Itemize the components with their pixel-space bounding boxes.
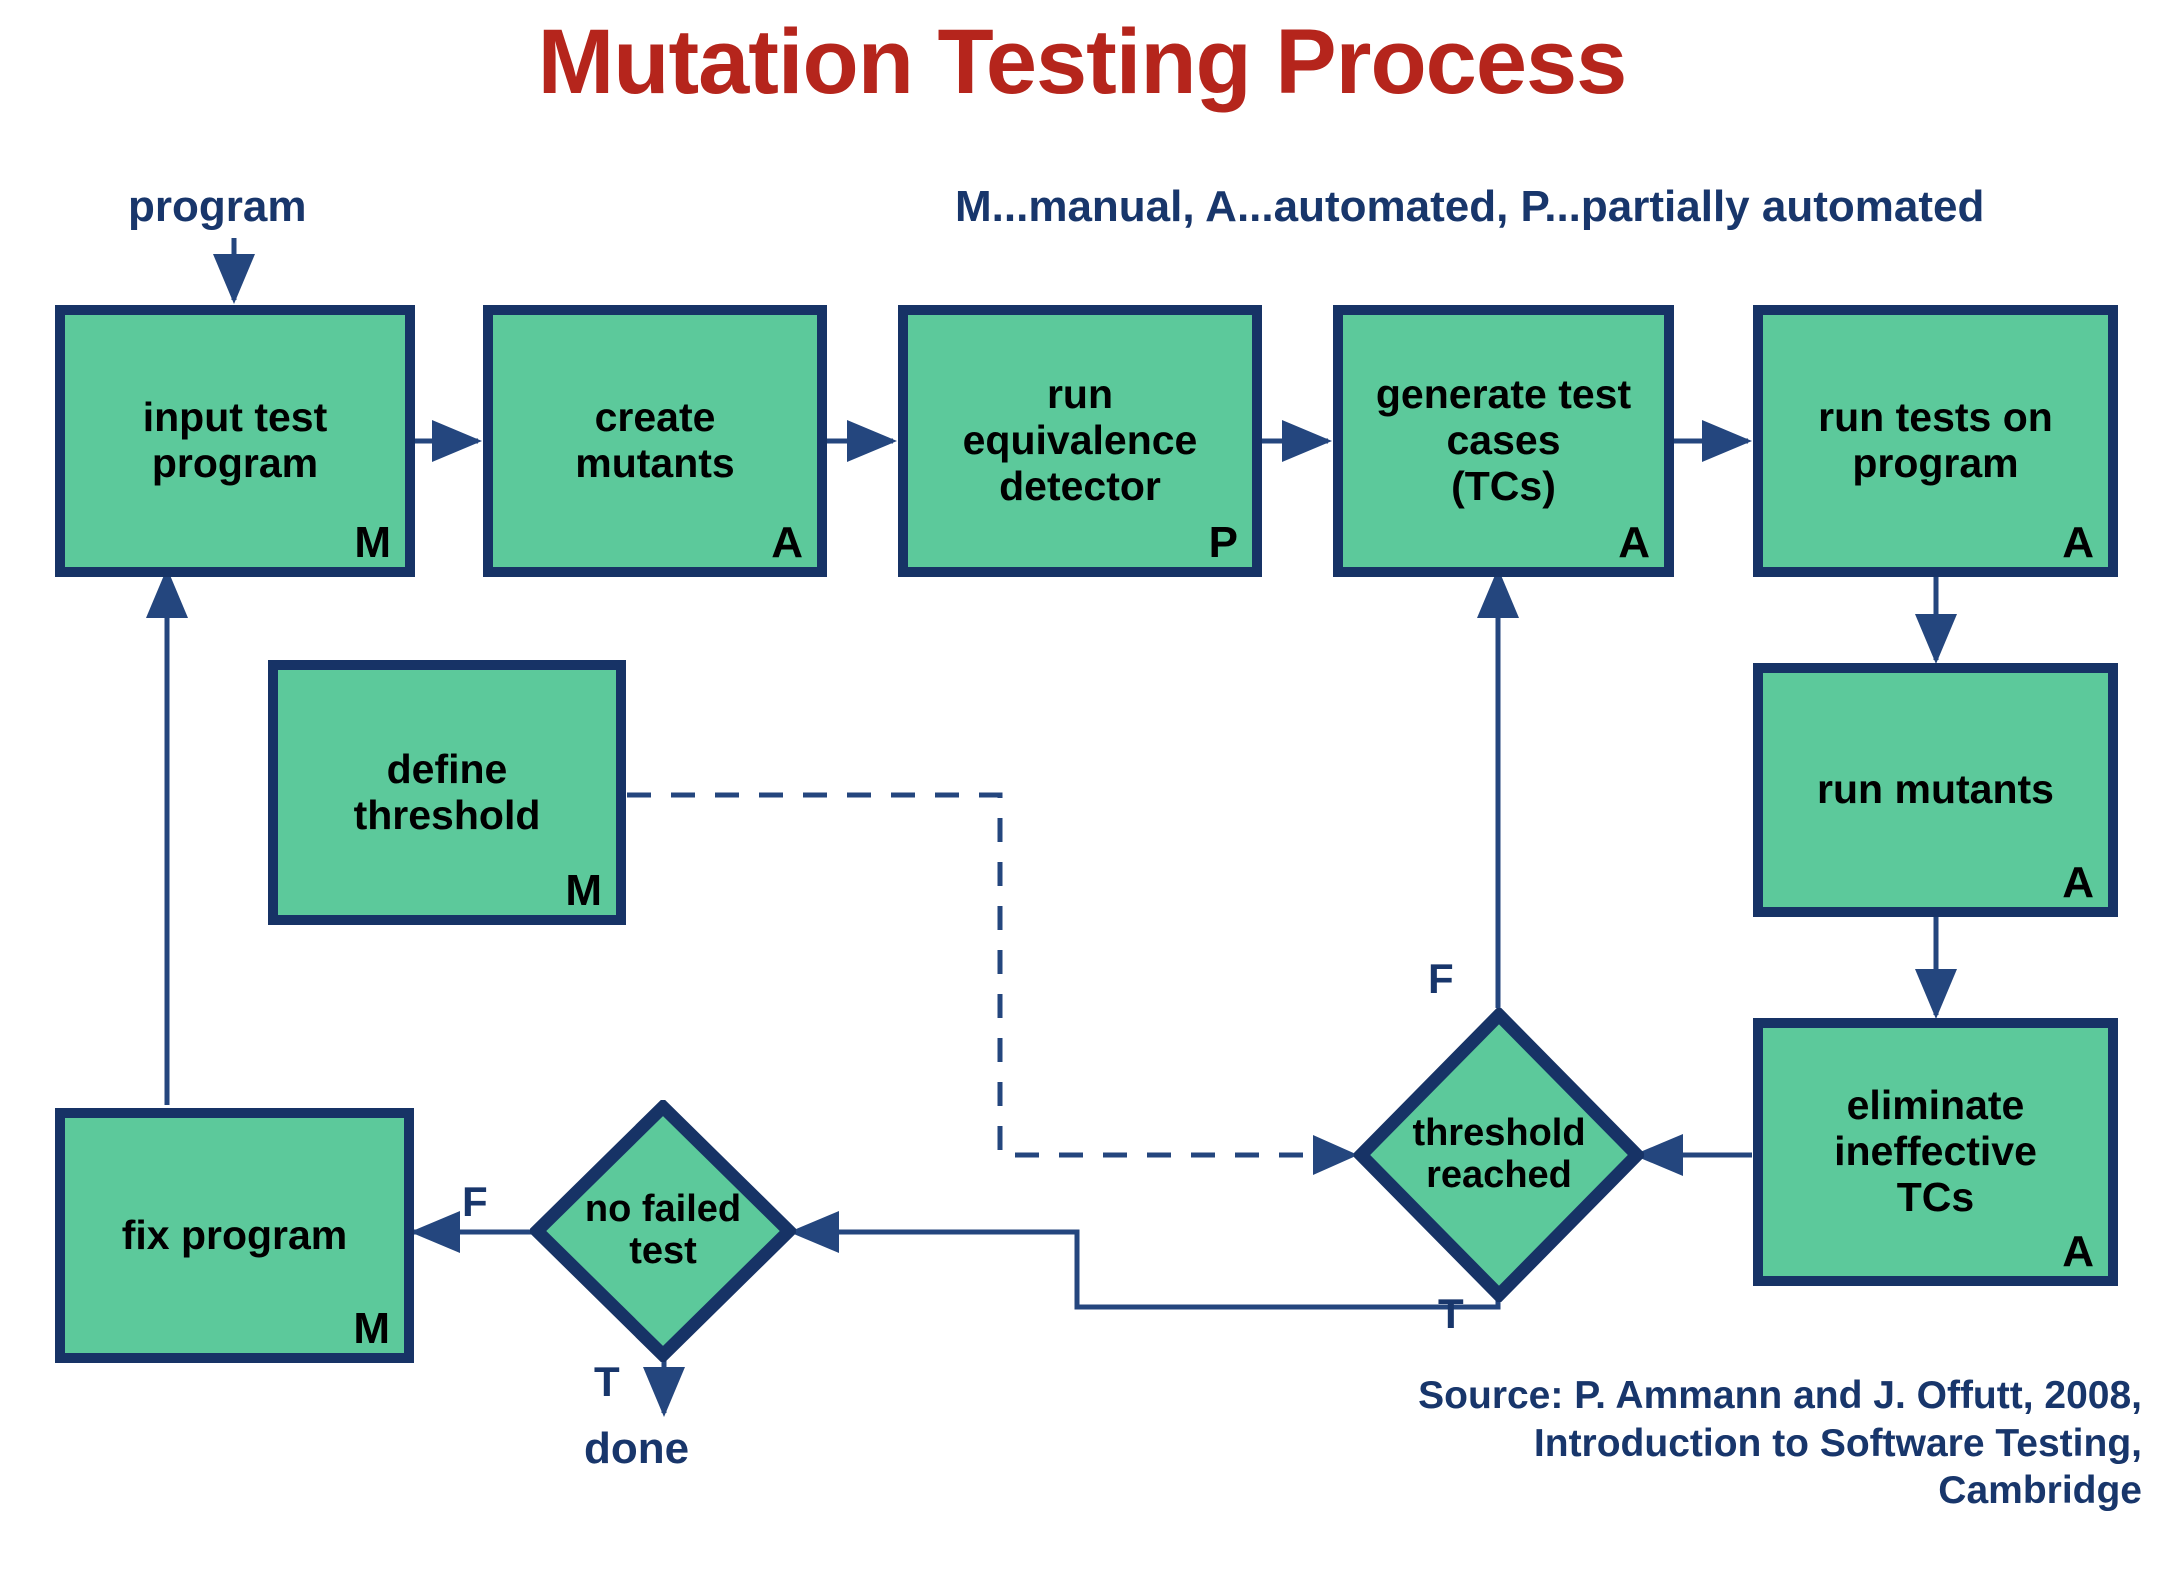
source-line-2: Introduction to Software Testing,	[1533, 1421, 2142, 1465]
mode-tag: A	[2062, 518, 2094, 567]
mode-tag: A	[2062, 858, 2094, 907]
node-label: generate test cases (TCs)	[1375, 371, 1632, 509]
branch-label-nofailed-true: T	[594, 1358, 620, 1405]
source-attribution: Source: P. Ammann and J. Offutt, 2008, I…	[1182, 1372, 2142, 1515]
legend-text: M...manual, A...automated, P...partially…	[955, 182, 1985, 231]
node-label: eliminate ineffective TCs	[1834, 1082, 2037, 1220]
node-label: run mutants	[1817, 766, 2054, 813]
node-run-equivalence-detector[interactable]: run equivalence detector P	[898, 305, 1262, 577]
node-generate-test-cases[interactable]: generate test cases (TCs) A	[1333, 305, 1674, 577]
diamond-shape	[1354, 1008, 1644, 1302]
node-label: create mutants	[575, 394, 735, 486]
node-define-threshold[interactable]: define threshold M	[268, 660, 626, 925]
node-input-test-program[interactable]: input test program M	[55, 305, 415, 577]
node-label: run tests on program	[1818, 394, 2053, 486]
node-label: run equivalence detector	[962, 371, 1198, 509]
node-label: threshold reached	[1412, 1112, 1586, 1196]
mode-tag: M	[565, 866, 602, 915]
node-label: no failed test	[584, 1188, 742, 1272]
node-label: input test program	[142, 394, 328, 486]
mode-tag: M	[354, 518, 391, 567]
page-title: Mutation Testing Process	[537, 11, 1628, 113]
mode-tag: P	[1208, 518, 1238, 567]
source-line-1: Source: P. Ammann and J. Offutt, 2008,	[1418, 1374, 2142, 1417]
exit-label-done: done	[584, 1424, 690, 1473]
node-fix-program[interactable]: fix program M	[55, 1108, 414, 1363]
node-eliminate-ineffective-tcs[interactable]: eliminate ineffective TCs A	[1753, 1018, 2118, 1286]
source-line-3: Cambridge	[1938, 1469, 2142, 1513]
diamond-shape	[530, 1100, 796, 1362]
node-label: fix program	[121, 1211, 348, 1258]
node-label: define threshold	[353, 745, 541, 838]
node-no-failed-test[interactable]: no failed test	[530, 1100, 796, 1362]
node-create-mutants[interactable]: create mutants A	[483, 305, 827, 577]
mode-tag: M	[353, 1304, 390, 1353]
branch-label-threshold-true: T	[1438, 1290, 1464, 1337]
mode-tag: A	[2062, 1227, 2094, 1276]
node-run-tests-on-program[interactable]: run tests on program A	[1753, 305, 2118, 577]
branch-label-threshold-false: F	[1428, 955, 1454, 1002]
node-threshold-reached[interactable]: threshold reached	[1354, 1008, 1644, 1302]
entry-label-program: program	[128, 182, 307, 231]
node-run-mutants[interactable]: run mutants A	[1753, 663, 2118, 917]
mode-tag: A	[771, 518, 803, 567]
branch-label-nofailed-false: F	[462, 1178, 488, 1225]
mode-tag: A	[1618, 518, 1650, 567]
